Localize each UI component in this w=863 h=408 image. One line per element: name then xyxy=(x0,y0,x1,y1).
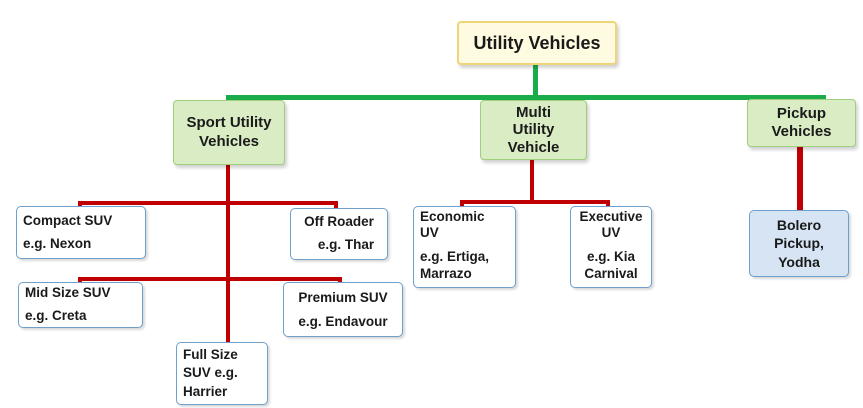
leaf-mid-size-suv: Mid Size SUV e.g. Creta xyxy=(18,282,143,328)
connector-suv-bus-mid xyxy=(78,277,342,281)
leaf-line: Harrier xyxy=(183,383,228,399)
leaf-line: e.g. Thar xyxy=(317,237,375,252)
category-label-line: Sport Utility xyxy=(186,113,272,131)
connector-category-bus xyxy=(226,95,826,100)
leaf-line: UV xyxy=(601,225,621,241)
leaf-compact-suv: Compact SUV e.g. Nexon xyxy=(16,206,146,259)
connector-suv-trunk xyxy=(226,165,230,397)
connector-offroader-drop xyxy=(334,201,338,211)
connector-economic-drop xyxy=(460,200,464,208)
connector-executive-drop xyxy=(606,200,610,208)
connector-pickup-trunk xyxy=(797,147,803,210)
category-label-line: Multi xyxy=(516,104,551,122)
root-label: Utility Vehicles xyxy=(473,32,601,53)
category-multi-utility-vehicle: Multi Utility Vehicle xyxy=(480,100,587,160)
leaf-line: SUV e.g. xyxy=(183,365,238,381)
leaf-line: Pickup, xyxy=(774,235,824,252)
leaf-premium-suv: Premium SUV e.g. Endavour xyxy=(283,282,403,337)
leaf-line: UV xyxy=(420,225,439,241)
category-label-line: Vehicles xyxy=(771,123,832,140)
leaf-line: Executive xyxy=(579,209,643,224)
category-label-line: Utility xyxy=(512,121,555,139)
leaf-line: Bolero xyxy=(776,217,822,234)
leaf-executive-uv: Executive UV e.g. Kia Carnival xyxy=(570,206,652,288)
connector-premium-drop xyxy=(338,277,342,285)
leaf-line: e.g. Nexon xyxy=(23,235,92,251)
connector-midsize-drop xyxy=(78,277,82,284)
leaf-bolero-pickup-yodha: Bolero Pickup, Yodha xyxy=(749,210,849,277)
leaf-line: Off Roader xyxy=(304,214,374,230)
leaf-line: Economic xyxy=(420,209,485,224)
leaf-economic-uv: Economic UV e.g. Ertiga, Marrazo xyxy=(413,206,516,288)
category-label-line: Vehicles xyxy=(198,132,260,150)
leaf-full-size-suv: Full Size SUV e.g. Harrier xyxy=(176,342,268,405)
leaf-line: Compact SUV xyxy=(23,212,113,228)
connector-root-stem xyxy=(533,64,538,97)
category-sport-utility-vehicles: Sport Utility Vehicles xyxy=(173,100,285,165)
leaf-line: Full Size xyxy=(183,347,238,363)
leaf-line: e.g. Ertiga, xyxy=(420,249,490,265)
connector-muv-trunk xyxy=(530,158,534,204)
leaf-line: Yodha xyxy=(778,253,820,270)
category-label-line: Pickup xyxy=(776,105,827,122)
connector-muv-bus xyxy=(460,200,610,204)
category-pickup-vehicles: Pickup Vehicles xyxy=(747,99,856,147)
leaf-off-roader: Off Roader e.g. Thar xyxy=(290,208,388,260)
leaf-line: e.g. Endavour xyxy=(298,313,388,329)
leaf-line: Carnival xyxy=(584,265,638,281)
leaf-line: Mid Size SUV xyxy=(25,285,111,301)
leaf-line: Marrazo xyxy=(420,265,472,281)
connector-compact-drop xyxy=(78,201,82,209)
leaf-line: e.g. Creta xyxy=(25,308,87,323)
category-label-line: Vehicle xyxy=(507,138,560,156)
root-node-utility-vehicles: Utility Vehicles xyxy=(457,21,617,65)
leaf-line: e.g. Kia xyxy=(586,249,635,265)
leaf-line: Premium SUV xyxy=(298,289,388,305)
connector-suv-bus-top xyxy=(78,201,338,205)
